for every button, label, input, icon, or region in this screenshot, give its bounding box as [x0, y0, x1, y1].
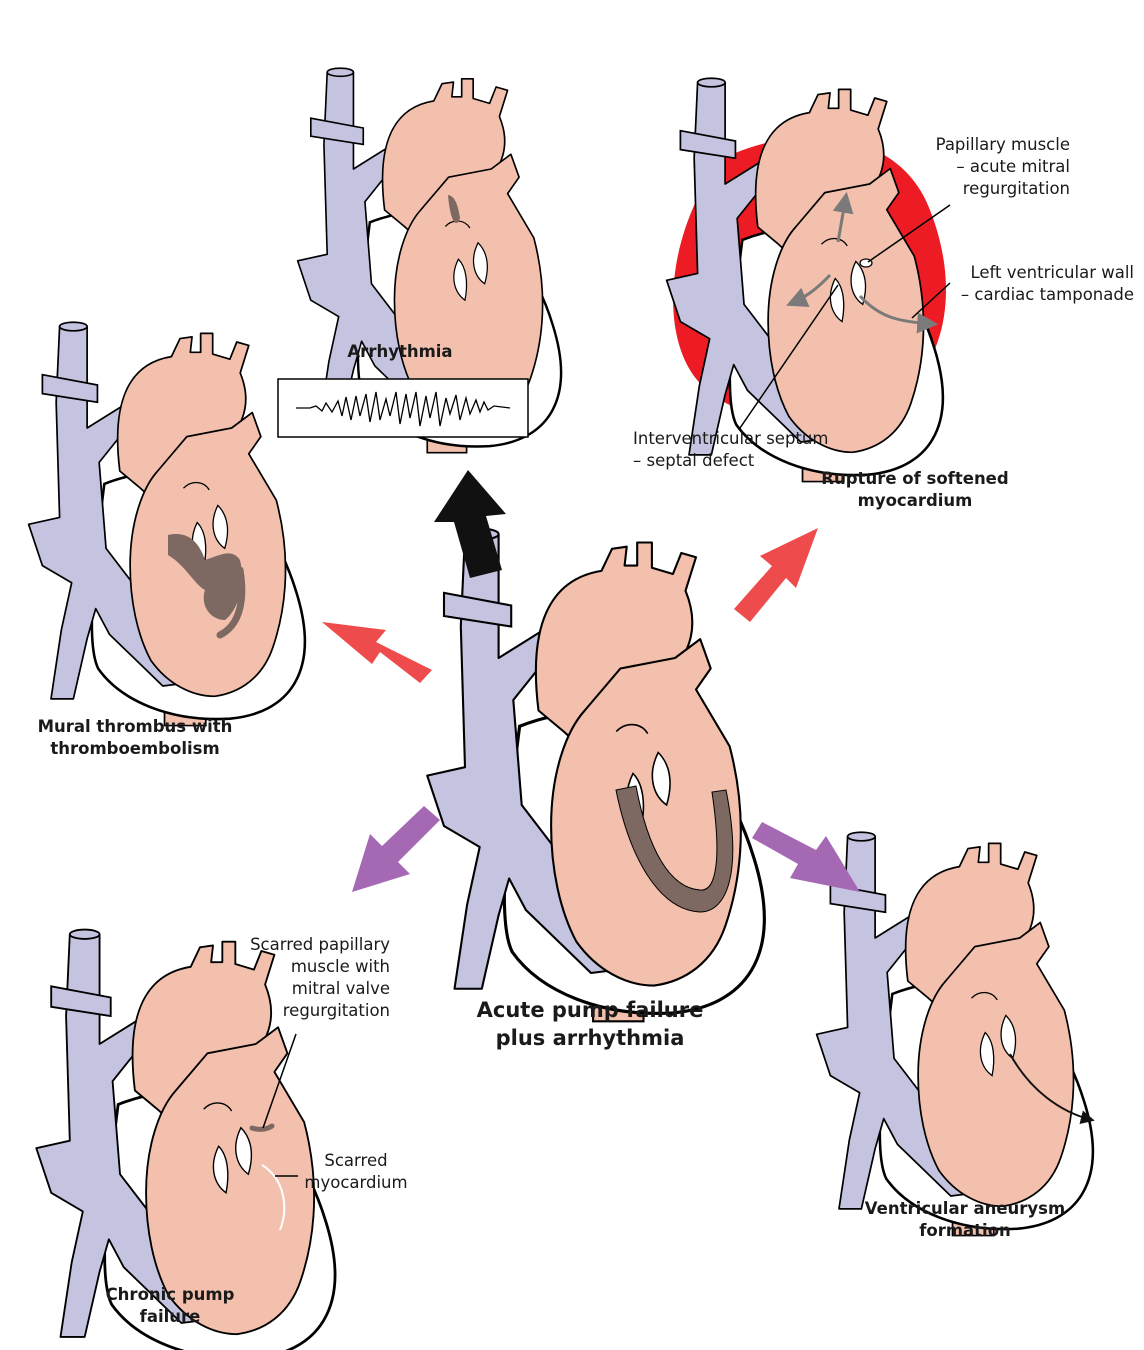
mural-title: Mural thrombus with thromboembolism: [10, 716, 260, 760]
arrow-to-mural: [322, 622, 432, 683]
heart-aneurysm: [817, 832, 1093, 1235]
rupture-title: Rupture of softened myocardium: [790, 468, 1040, 512]
arrhythmia-title: Arrhythmia: [320, 341, 480, 363]
arrow-to-rupture: [734, 528, 818, 622]
chronic-label-scarred-myocardium: Scarred myocardium: [296, 1150, 416, 1194]
arrow-to-aneurysm: [752, 822, 860, 892]
aneurysm-title: Ventricular aneurysm formation: [845, 1198, 1085, 1242]
arrow-to-chronic: [352, 806, 440, 892]
chronic-title: Chronic pump failure: [80, 1284, 260, 1328]
arrow-to-arrhythmia: [434, 470, 506, 578]
rupture-label-papillary: Papillary muscle – acute mitral regurgit…: [900, 134, 1070, 200]
rupture-label-lv-wall: Left ventricular wall – cardiac tamponad…: [930, 262, 1134, 306]
rupture-label-septum: Interventricular septum – septal defect: [633, 428, 863, 472]
heart-central: [427, 529, 764, 1021]
chronic-label-scarred-papillary: Scarred papillary muscle with mitral val…: [210, 934, 390, 1022]
central-title: Acute pump failure plus arrhythmia: [445, 996, 735, 1052]
heart-mural-thrombus: [29, 322, 305, 725]
